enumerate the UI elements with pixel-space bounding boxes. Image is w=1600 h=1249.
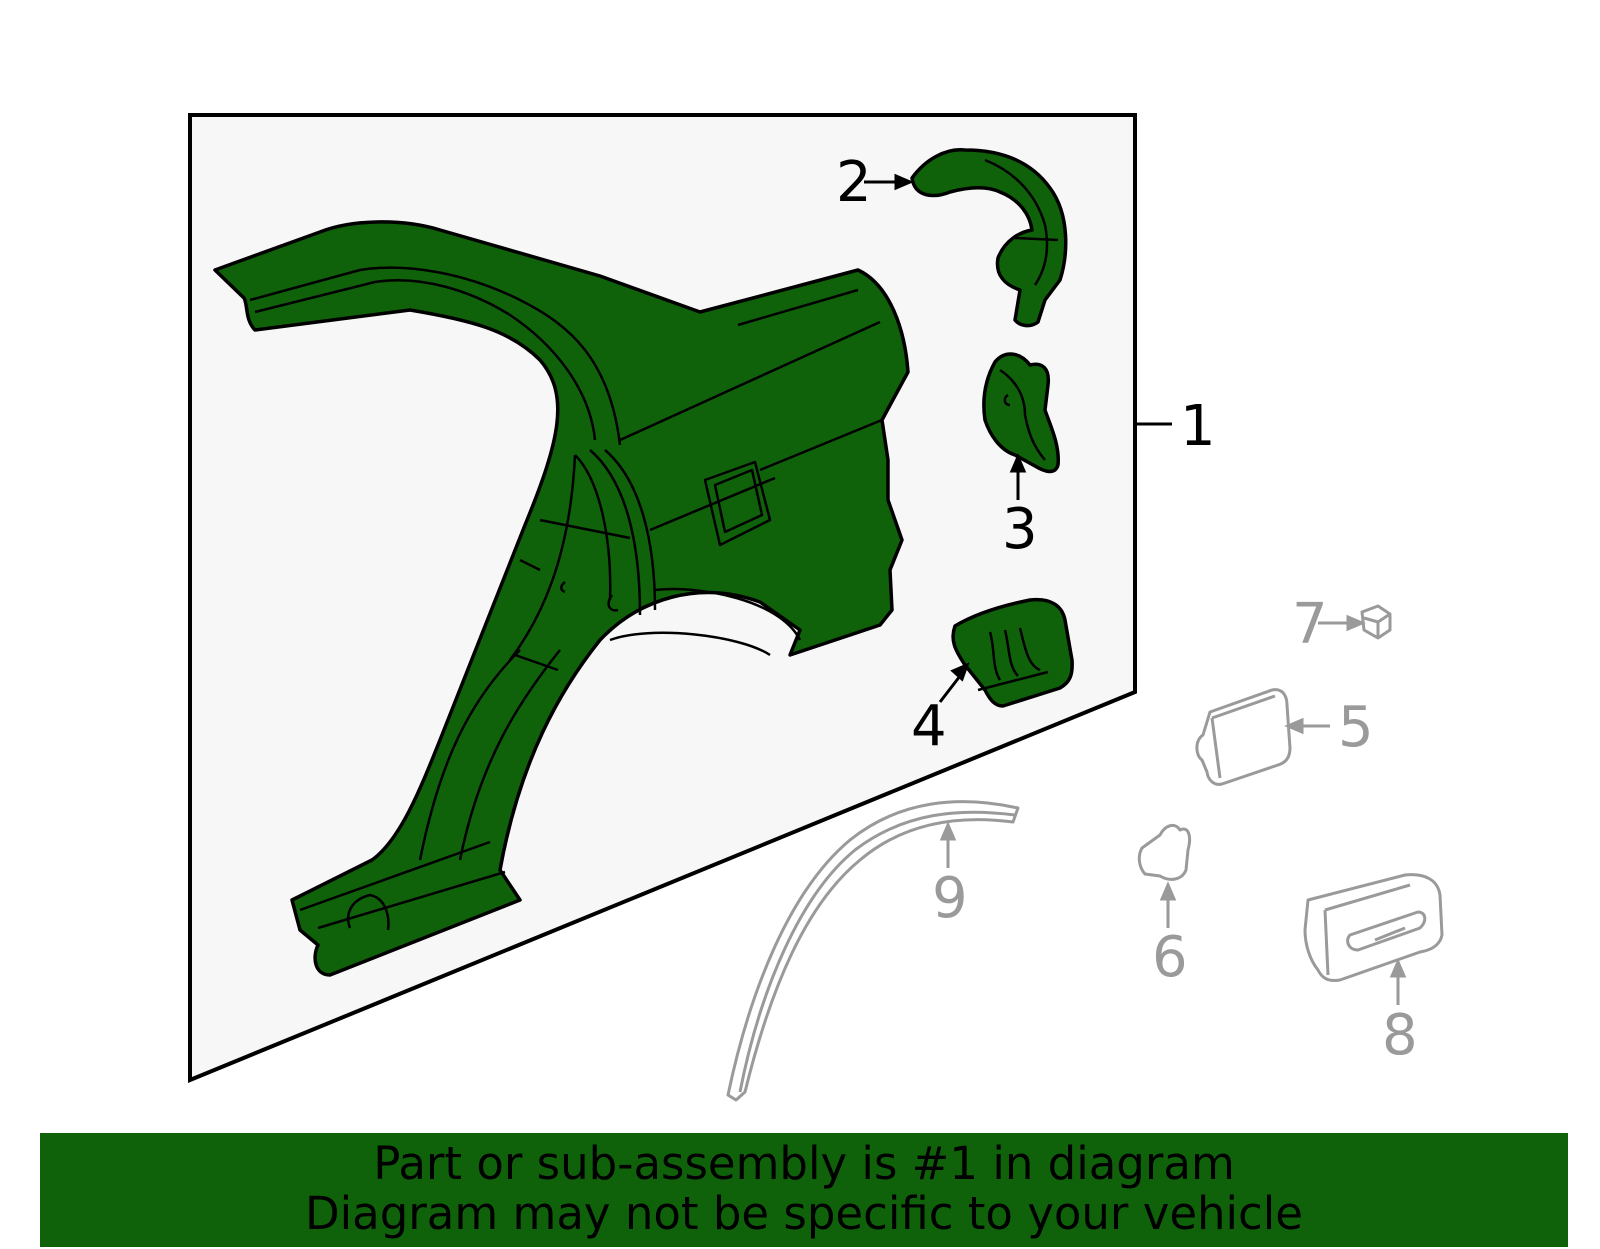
info-banner: Part or sub-assembly is #1 in diagram Di… bbox=[40, 1133, 1568, 1247]
banner-line-1: Part or sub-assembly is #1 in diagram bbox=[373, 1137, 1235, 1190]
part-5-fuel-door[interactable] bbox=[1195, 688, 1292, 786]
callout-4: 4 bbox=[911, 694, 947, 759]
leader-line-4 bbox=[938, 675, 962, 703]
arrow-head-3 bbox=[1009, 453, 1027, 473]
arrow-head-9 bbox=[939, 821, 957, 841]
part-5-detail bbox=[1210, 694, 1276, 779]
arrow-head-4 bbox=[950, 662, 970, 682]
part-9-detail bbox=[738, 810, 1016, 1093]
callout-7: 7 bbox=[1292, 592, 1328, 657]
callout-1: 1 bbox=[1180, 394, 1216, 459]
arrow-head-6 bbox=[1159, 881, 1177, 901]
arrow-head-2 bbox=[894, 173, 914, 191]
arrow-head-7 bbox=[1346, 614, 1366, 632]
banner-line-2: Diagram may not be specific to your vehi… bbox=[305, 1187, 1303, 1240]
part-3-bracket[interactable] bbox=[982, 352, 1060, 474]
callout-9: 9 bbox=[932, 866, 968, 931]
callout-2: 2 bbox=[836, 150, 872, 215]
part-8-detail bbox=[1323, 883, 1427, 976]
part-9-molding[interactable] bbox=[726, 800, 1020, 1102]
quarter-panel-part[interactable] bbox=[213, 220, 910, 977]
callout-3: 3 bbox=[1002, 497, 1038, 562]
arrow-head-8 bbox=[1389, 958, 1407, 978]
arrow-head-5 bbox=[1284, 717, 1304, 735]
callout-8: 8 bbox=[1382, 1003, 1418, 1068]
part-6-clip[interactable] bbox=[1137, 823, 1192, 881]
part-2-bracket[interactable] bbox=[910, 148, 1068, 328]
callout-5: 5 bbox=[1338, 695, 1374, 760]
callout-6: 6 bbox=[1152, 925, 1188, 990]
part-7-detail bbox=[1363, 612, 1391, 638]
